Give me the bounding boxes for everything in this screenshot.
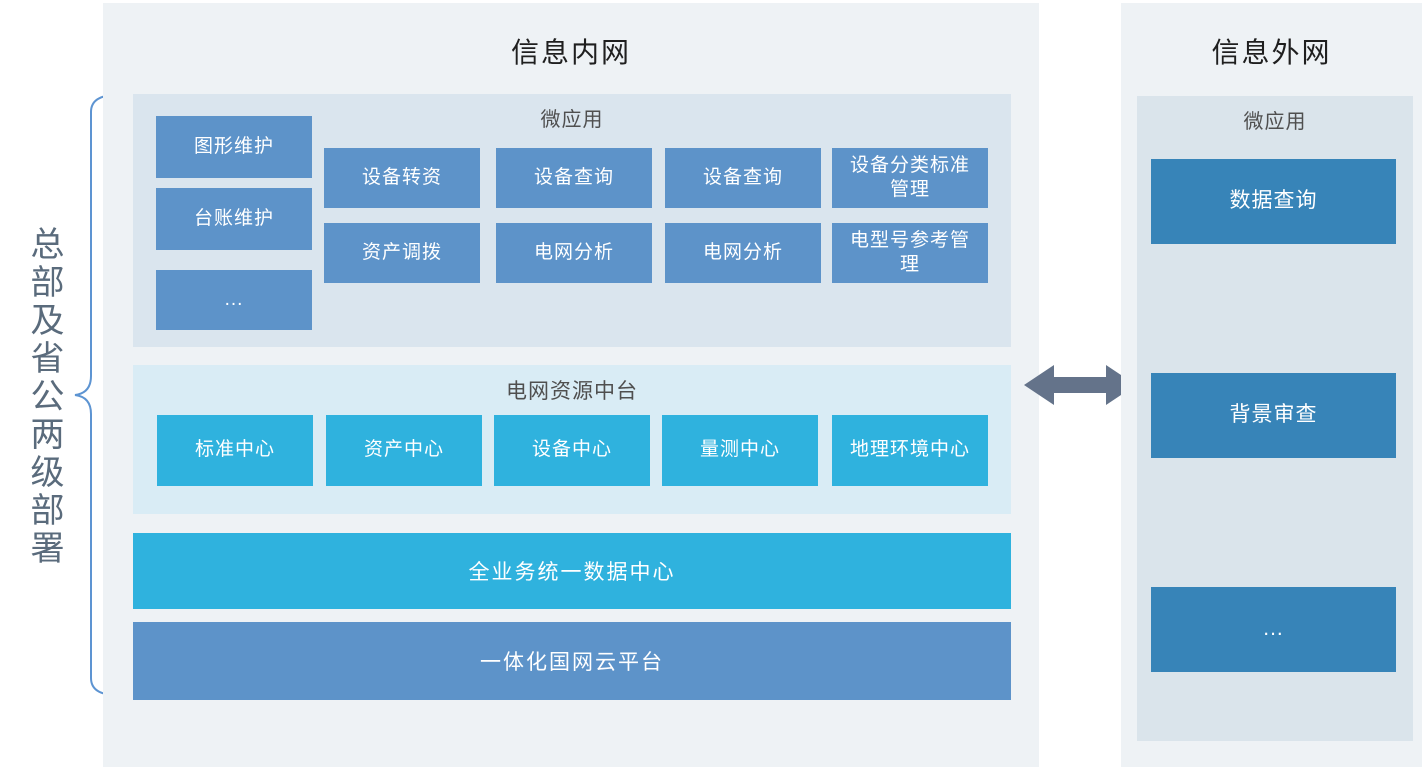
- app-box-label: 设备分类标准管理: [849, 154, 970, 200]
- intranet-panel: 信息内网 微应用 图形维护 台账维护 ... 设备转资 设备查询 设备查询 设备…: [103, 3, 1039, 767]
- center-box-measurement: 量测中心: [662, 415, 818, 486]
- app-box-graphic-maintenance: 图形维护: [156, 116, 312, 178]
- app-box-asset-allocation: 资产调拨: [324, 223, 480, 283]
- grid-resource-platform-section: 电网资源中台 标准中心 资产中心 设备中心 量测中心 地理环境中心: [133, 365, 1011, 514]
- center-box-geo-environment: 地理环境中心: [832, 415, 988, 486]
- ext-box-data-query: 数据查询: [1151, 159, 1396, 244]
- state-grid-cloud-bar: 一体化国网云平台: [133, 622, 1011, 700]
- brace-decoration: [74, 94, 118, 696]
- app-box-equipment-query-2: 设备查询: [665, 148, 821, 208]
- app-box-ledger-maintenance: 台账维护: [156, 188, 312, 250]
- center-box-asset: 资产中心: [326, 415, 482, 486]
- center-box-label: 地理环境中心: [849, 439, 970, 461]
- app-box-equipment-query-1: 设备查询: [496, 148, 652, 208]
- app-box-more: ...: [156, 270, 312, 330]
- ext-box-more: ...: [1151, 587, 1396, 672]
- deployment-scope-label: 总部及省公两级部署: [25, 226, 63, 568]
- grid-resource-platform-label: 电网资源中台: [506, 380, 638, 403]
- bidirectional-arrow-icon: [1024, 365, 1136, 405]
- micro-apps-label: 微应用: [540, 109, 604, 131]
- intranet-micro-apps-section: 微应用 图形维护 台账维护 ... 设备转资 设备查询 设备查询 设备分类标准管…: [133, 94, 1011, 347]
- app-box-grid-analysis-2: 电网分析: [665, 223, 821, 283]
- app-box-classification-standard: 设备分类标准管理: [832, 148, 988, 208]
- extranet-micro-apps-label: 微应用: [1243, 111, 1307, 133]
- extranet-title: 信息外网: [1211, 37, 1332, 68]
- app-box-equipment-transfer: 设备转资: [324, 148, 480, 208]
- app-box-grid-analysis-1: 电网分析: [496, 223, 652, 283]
- unified-data-center-bar: 全业务统一数据中心: [133, 533, 1011, 609]
- center-box-standard: 标准中心: [157, 415, 313, 486]
- app-box-label: 电型号参考管理: [849, 229, 970, 275]
- ext-box-background-review: 背景审查: [1151, 373, 1396, 458]
- extranet-micro-apps-section: 微应用 数据查询 背景审查 ...: [1137, 96, 1413, 741]
- app-box-model-reference: 电型号参考管理: [832, 223, 988, 283]
- extranet-panel: 信息外网 微应用 数据查询 背景审查 ...: [1121, 3, 1422, 767]
- center-box-equipment: 设备中心: [494, 415, 650, 486]
- intranet-title: 信息内网: [510, 37, 631, 68]
